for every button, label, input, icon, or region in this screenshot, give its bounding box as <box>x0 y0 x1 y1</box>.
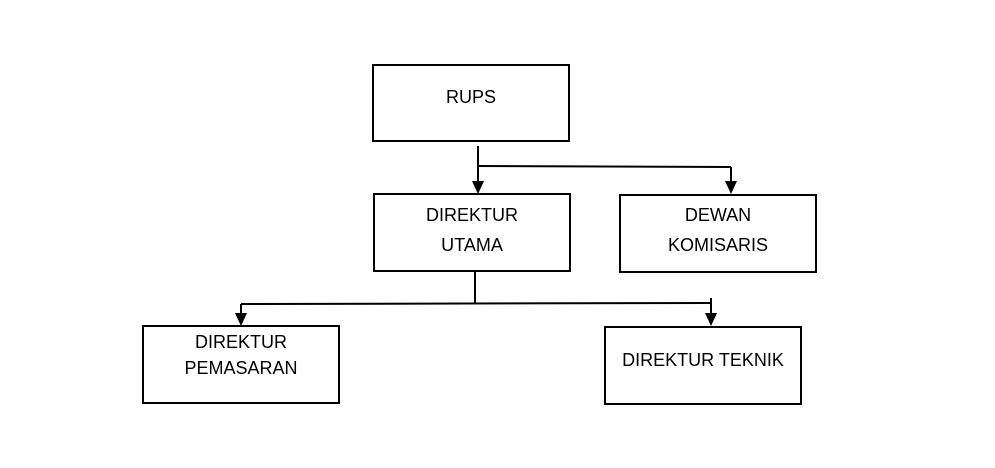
arrowhead-dewan-komisaris <box>725 181 737 194</box>
node-dewan-komisaris-label-line-1: DEWAN <box>685 205 751 225</box>
arrowhead-direktur-utama <box>472 181 484 194</box>
connectors <box>235 146 737 326</box>
node-rups: RUPS <box>372 64 570 142</box>
node-dewan-komisaris-label-line-2: KOMISARIS <box>668 235 768 255</box>
node-direktur-teknik-box <box>604 326 802 405</box>
node-direktur-utama-label-line-1: DIREKTUR <box>426 205 518 225</box>
node-direktur-teknik-label: DIREKTUR TEKNIK <box>622 350 784 370</box>
arrowhead-direktur-pemasaran <box>235 313 247 326</box>
node-direktur-pemasaran: DIREKTUR PEMASARAN <box>142 325 340 404</box>
node-direktur-pemasaran-label-line-2: PEMASARAN <box>184 358 297 378</box>
connector-rups-horizontal <box>477 165 732 168</box>
node-rups-box <box>372 64 570 142</box>
node-direktur-pemasaran-label-line-1: DIREKTUR <box>195 332 287 352</box>
connector-direktur-utama-horizontal <box>240 302 712 305</box>
arrowhead-direktur-teknik <box>705 313 717 326</box>
node-direktur-utama-label-line-2: UTAMA <box>441 235 503 255</box>
node-rups-label: RUPS <box>446 87 496 107</box>
node-dewan-komisaris-box <box>619 194 817 273</box>
node-direktur-utama: DIREKTUR UTAMA <box>373 193 571 272</box>
node-direktur-teknik: DIREKTUR TEKNIK <box>604 326 802 405</box>
node-direktur-utama-box <box>373 193 571 272</box>
node-direktur-pemasaran-box <box>142 325 340 404</box>
node-dewan-komisaris: DEWAN KOMISARIS <box>619 194 817 273</box>
